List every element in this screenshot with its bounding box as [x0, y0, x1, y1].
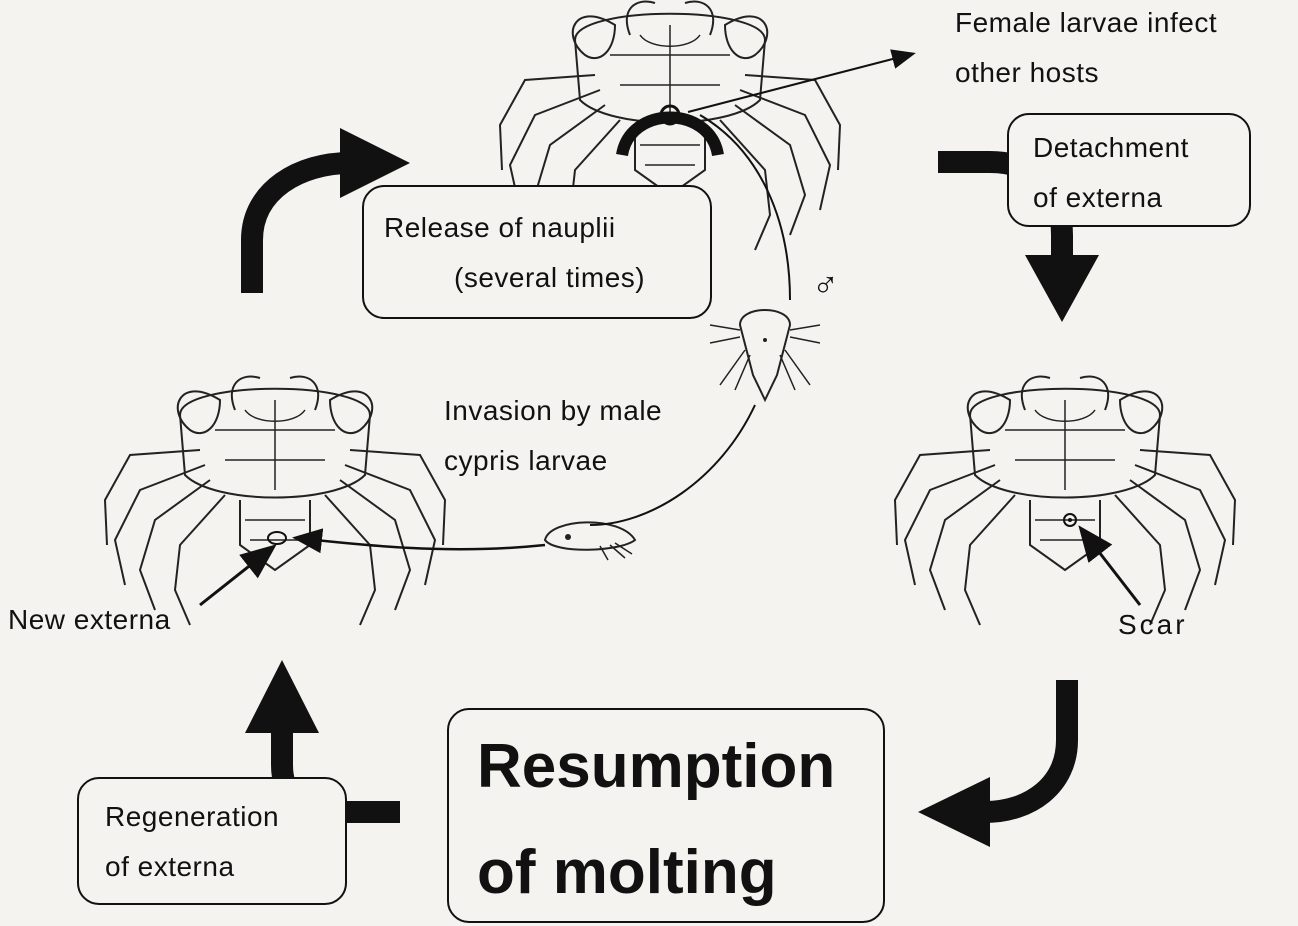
invasion-line-2: cypris larvae — [444, 436, 662, 486]
invasion-arrow — [297, 538, 545, 549]
regeneration-box: Regeneration of externa — [77, 777, 347, 905]
male-symbol: ♂ — [812, 260, 840, 310]
detachment-box: Detachment of externa — [1007, 113, 1251, 227]
female-larvae-arrow — [688, 54, 912, 112]
scar-label: Scar — [1118, 600, 1188, 650]
nauplius-larva-icon — [710, 310, 820, 400]
new-externa-label: New externa — [8, 595, 171, 645]
female-larvae-label: Female larvae infect other hosts — [955, 0, 1217, 98]
cycle-arrow-bottom-right — [918, 680, 1067, 847]
resumption-line-1: Resumption — [477, 714, 883, 820]
invasion-line-1: Invasion by male — [444, 386, 662, 436]
cypris-larva-icon — [545, 522, 635, 560]
resumption-box: Resumption of molting — [447, 708, 885, 923]
detachment-line-2: of externa — [1033, 173, 1249, 223]
regeneration-line-1: Regeneration — [105, 792, 345, 842]
invasion-label: Invasion by male cypris larvae — [444, 386, 662, 486]
resumption-line-2: of molting — [477, 820, 883, 926]
release-line-1: Release of nauplii — [384, 203, 710, 253]
new-externa-pointer — [200, 548, 272, 605]
scar-pointer — [1082, 530, 1140, 605]
crab-with-scar-icon — [895, 377, 1235, 625]
release-line-2: (several times) — [384, 253, 710, 303]
release-box: Release of nauplii (several times) — [362, 185, 712, 319]
detachment-line-1: Detachment — [1033, 123, 1249, 173]
regeneration-line-2: of externa — [105, 842, 345, 892]
crab-with-new-externa-icon — [105, 377, 445, 625]
female-larvae-line-1: Female larvae infect — [955, 0, 1217, 48]
female-larvae-line-2: other hosts — [955, 48, 1217, 98]
